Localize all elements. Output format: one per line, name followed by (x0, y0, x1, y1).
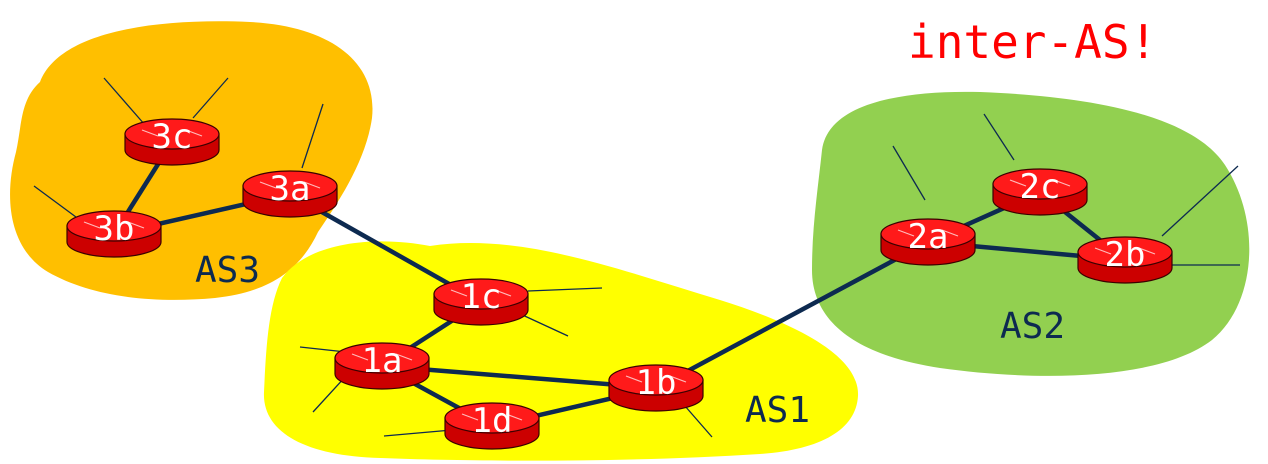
router-3a[interactable]: 3a (242, 169, 338, 218)
as3-label: AS3 (195, 250, 260, 291)
router-2b-label: 2b (1105, 235, 1146, 275)
diagram-title: inter-AS! (908, 15, 1157, 69)
as2-cloud (812, 91, 1250, 376)
router-3b-label: 3b (94, 209, 135, 249)
as2-label: AS2 (1000, 306, 1065, 347)
router-1d-label: 1d (472, 401, 513, 441)
router-1d[interactable]: 1d (444, 401, 540, 450)
router-3c-label: 3c (152, 117, 193, 157)
router-1a[interactable]: 1a (334, 341, 430, 390)
as1-cloud (263, 241, 859, 461)
router-2b[interactable]: 2b (1077, 235, 1173, 284)
router-3c[interactable]: 3c (124, 117, 220, 166)
router-3b[interactable]: 3b (66, 209, 162, 258)
router-2a[interactable]: 2a (880, 217, 976, 266)
router-1a-label: 1a (362, 341, 403, 381)
router-1b-label: 1b (636, 363, 677, 403)
router-1b[interactable]: 1b (608, 363, 704, 412)
router-2c[interactable]: 2c (992, 167, 1088, 216)
router-3a-label: 3a (270, 169, 311, 209)
router-layer: 3c 3a 3b 1c 1a 1b 1d 2a 2c 2b (66, 117, 1173, 450)
router-2c-label: 2c (1020, 167, 1061, 207)
router-1c-label: 1c (461, 277, 502, 317)
link-1b-2a (654, 240, 930, 390)
router-2a-label: 2a (908, 217, 949, 257)
as1-label: AS1 (745, 390, 810, 431)
router-1c[interactable]: 1c (433, 277, 529, 326)
